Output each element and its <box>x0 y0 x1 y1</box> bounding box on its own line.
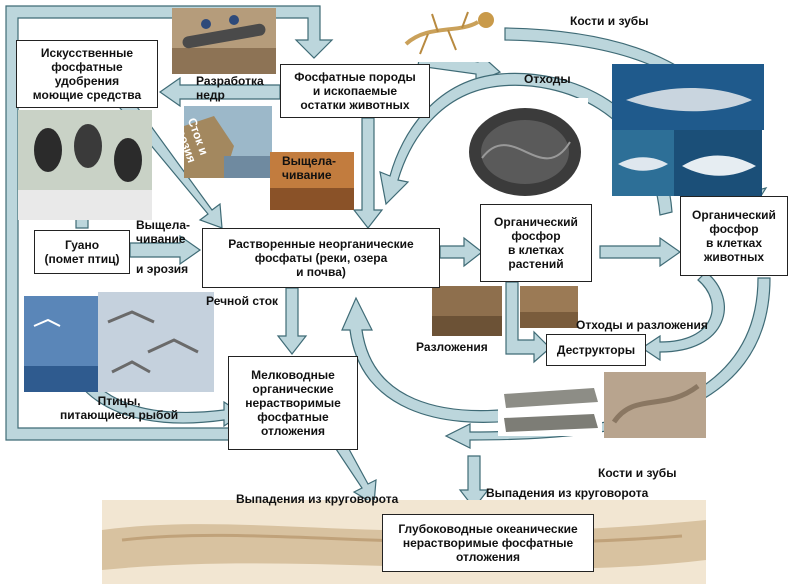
dropout-right-label: Выпадения из круговорота <box>486 486 649 500</box>
fertilizers-node: Искусственные фосфатные удобрения моющие… <box>16 40 158 108</box>
fish-eating-birds-label: Птицы, питающиеся рыбой <box>60 394 179 422</box>
arrow-rocks-to-fertilizers <box>158 76 281 108</box>
shark-photo-2 <box>612 130 674 196</box>
fossil-fish-photo <box>498 378 602 436</box>
waste-decomposition-label: Отходы и разложения <box>576 318 708 332</box>
soil-photo <box>270 152 354 210</box>
arrow-guano-to-dissolved <box>129 234 202 266</box>
and-erosion-label: и эрозия <box>136 262 189 276</box>
river-runoff-label: Речной сток <box>206 294 279 308</box>
phosphate-rocks-node: Фосфатные породы и ископаемые остатки жи… <box>280 64 430 118</box>
arrow-waste-curve <box>379 72 673 216</box>
arrow-plants-to-animals <box>599 236 682 268</box>
arrow-plants-to-destructors <box>505 281 551 364</box>
decomposition-label: Разложения <box>416 340 488 354</box>
deep-sediments-node: Глубоководные океанические нерастворимые… <box>382 514 594 572</box>
animal-phosphorus-node: Органический фосфор в клетках животных <box>680 196 788 276</box>
arrow-river-runoff <box>276 287 308 355</box>
shark-photo-3 <box>674 130 762 196</box>
arrow-dropout-right <box>458 455 490 509</box>
dissolved-phosphates-node: Растворенные неорганические фосфаты (рек… <box>202 228 440 288</box>
waste-label: Отходы <box>524 72 571 86</box>
sediment-photo-2 <box>520 286 578 328</box>
roots-photo <box>462 98 588 202</box>
penguins-photo <box>18 110 152 220</box>
shark-photo-1 <box>612 64 764 130</box>
bones-teeth-bottom-label: Кости и зубы <box>598 466 677 480</box>
pipeline-photo <box>172 8 276 74</box>
arrow-animals-to-destructors <box>640 271 725 362</box>
arrow-dissolved-to-plants <box>439 236 483 268</box>
fossil-rock-photo <box>604 372 706 438</box>
arrow-rocks-to-dissolved <box>352 117 384 229</box>
arrow-destructors-return <box>341 296 521 423</box>
erosion-cliff-photo <box>184 106 272 178</box>
mining-label: Разработка недр <box>196 74 264 102</box>
seabirds-colony-photo <box>24 296 98 392</box>
outer-frame-arrow <box>5 5 334 441</box>
leaching-label-2: Выщела- чивание <box>136 218 191 246</box>
guano-node: Гуано (помет птиц) <box>34 230 130 274</box>
plant-phosphorus-node: Органический фосфор в клетках растений <box>480 204 592 282</box>
lizard-skeleton-photo <box>398 4 504 62</box>
gulls-photo <box>98 292 214 392</box>
destructors-node: Деструкторы <box>546 334 646 366</box>
leaching-label-1: Выщела- чивание <box>282 154 337 182</box>
dropout-left-label: Выпадения из круговорота <box>236 492 399 506</box>
shallow-sediments-node: Мелководные органические нерастворимые ф… <box>228 356 358 450</box>
bones-teeth-top-label: Кости и зубы <box>570 14 649 28</box>
sediment-photo-1 <box>432 286 502 336</box>
